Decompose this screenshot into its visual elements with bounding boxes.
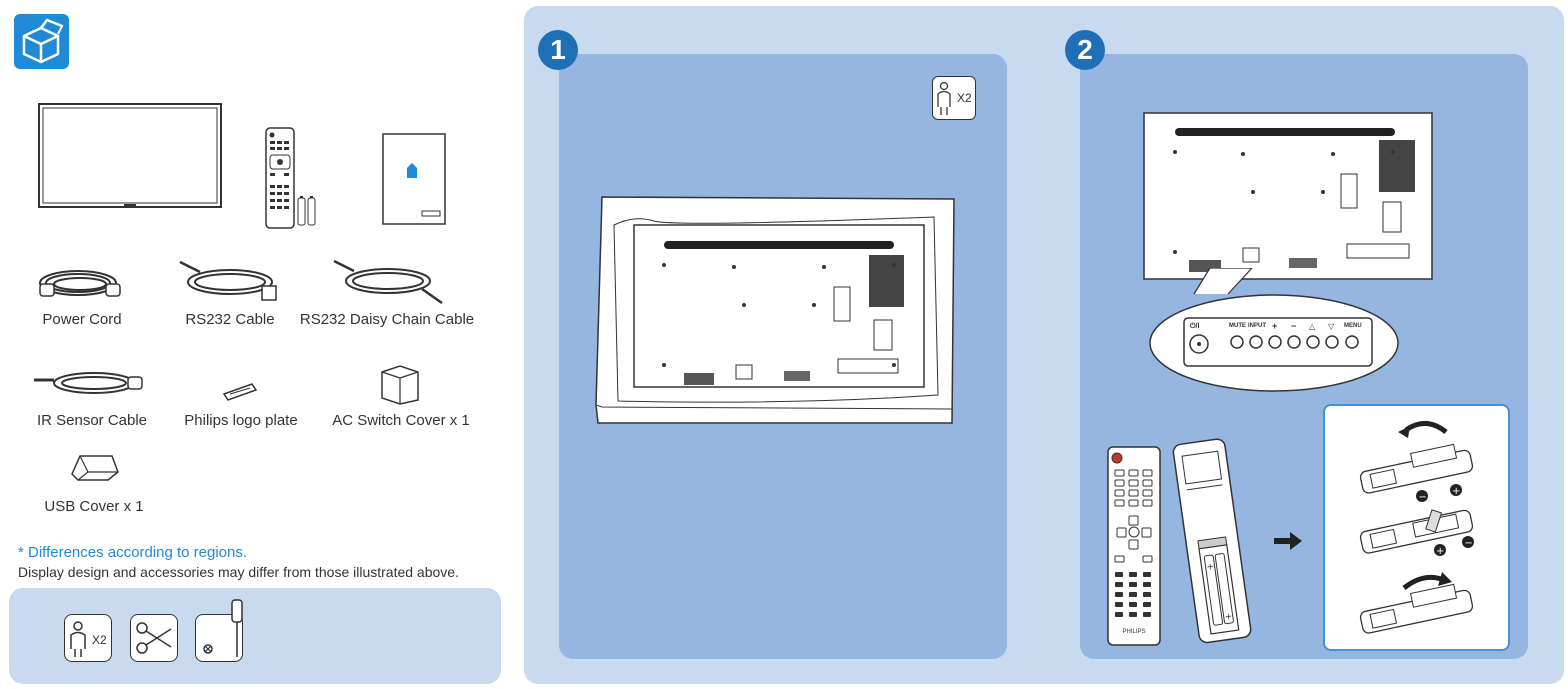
keypad-label-minus: − xyxy=(1291,321,1297,331)
arrow-right-icon xyxy=(1274,532,1302,550)
box-open-icon xyxy=(14,14,69,69)
step-2-number: 2 xyxy=(1065,30,1105,70)
remote-control-back-illustration: + + xyxy=(1172,436,1264,644)
keypad-label-down: ▽ xyxy=(1328,322,1335,331)
accessory-label-rs232-daisy-chain-cable: RS232 Daisy Chain Cable xyxy=(299,311,475,328)
svg-text:+: + xyxy=(1206,562,1215,573)
svg-text:−: − xyxy=(1419,492,1427,503)
svg-text:+: + xyxy=(1452,486,1460,497)
rs232-cable-icon xyxy=(178,260,280,304)
step-1-persons-count: X2 xyxy=(957,91,972,105)
batteries-icon xyxy=(297,196,317,226)
two-persons-tool: X2 xyxy=(64,614,112,662)
screwdriver-shaft xyxy=(230,599,244,661)
keypad-label-input: INPUT xyxy=(1248,323,1266,329)
ir-sensor-cable-icon xyxy=(32,365,144,401)
screwdriver-icon xyxy=(195,599,243,662)
scissors-icon xyxy=(130,614,178,662)
accessory-label-ir-sensor-cable: IR Sensor Cable xyxy=(36,412,148,429)
power-cord-icon xyxy=(34,262,126,304)
battery-steps-illustration: − + + − xyxy=(1330,410,1500,642)
svg-text:+: + xyxy=(1224,612,1233,623)
accessory-label-philips-logo-plate: Philips logo plate xyxy=(184,412,298,429)
usb-cover-icon xyxy=(68,450,120,484)
accessory-label-power-cord: Power Cord xyxy=(42,311,122,328)
step-1-number: 1 xyxy=(538,30,578,70)
remote-control-front-illustration: PHILIPS xyxy=(1107,446,1161,646)
persons-count: X2 xyxy=(92,633,107,647)
quick-start-guide-icon xyxy=(382,133,446,225)
keypad-label-plus: + xyxy=(1272,321,1278,331)
keypad-label-up: △ xyxy=(1309,322,1316,331)
svg-text:+: + xyxy=(1436,546,1444,557)
accessory-label-ac-switch-cover: AC Switch Cover x 1 xyxy=(332,412,470,429)
display-in-packaging-illustration xyxy=(594,195,956,425)
two-persons-required-icon: X2 xyxy=(932,76,976,120)
accessory-label-rs232-cable: RS232 Cable xyxy=(185,311,275,328)
remote-brand-label: PHILIPS xyxy=(1122,629,1146,635)
rs232-daisy-chain-cable-icon xyxy=(332,259,444,305)
accessory-label-usb-cover: USB Cover x 1 xyxy=(44,498,144,515)
region-note-text: Display design and accessories may diffe… xyxy=(18,564,459,580)
keypad-callout: ⏻/I MUTE INPUT + − △ ▽ MENU xyxy=(1148,268,1402,394)
ac-switch-cover-icon xyxy=(378,364,422,406)
region-note-title: * Differences according to regions. xyxy=(18,544,248,561)
remote-control-icon xyxy=(265,127,295,229)
keypad-label-mute: MUTE xyxy=(1229,323,1246,329)
svg-text:−: − xyxy=(1465,538,1473,549)
logo-plate-icon xyxy=(222,380,258,402)
keypad-label-menu: MENU xyxy=(1344,323,1362,329)
keypad-label-power: ⏻/I xyxy=(1190,323,1200,330)
display-back-illustration xyxy=(1143,112,1433,282)
display-illustration xyxy=(38,103,222,210)
